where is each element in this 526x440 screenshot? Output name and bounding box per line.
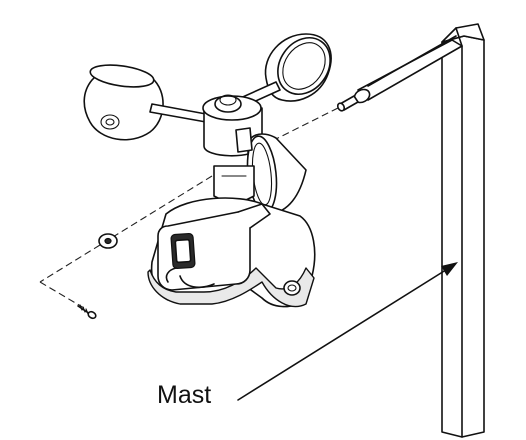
screw	[77, 304, 97, 320]
washer	[98, 233, 118, 249]
anemometer-cups	[83, 33, 332, 215]
mast-label: Mast	[157, 381, 212, 409]
mast-leader-arrow	[237, 262, 458, 401]
mast	[336, 23, 485, 438]
sensor-housing	[147, 165, 316, 308]
